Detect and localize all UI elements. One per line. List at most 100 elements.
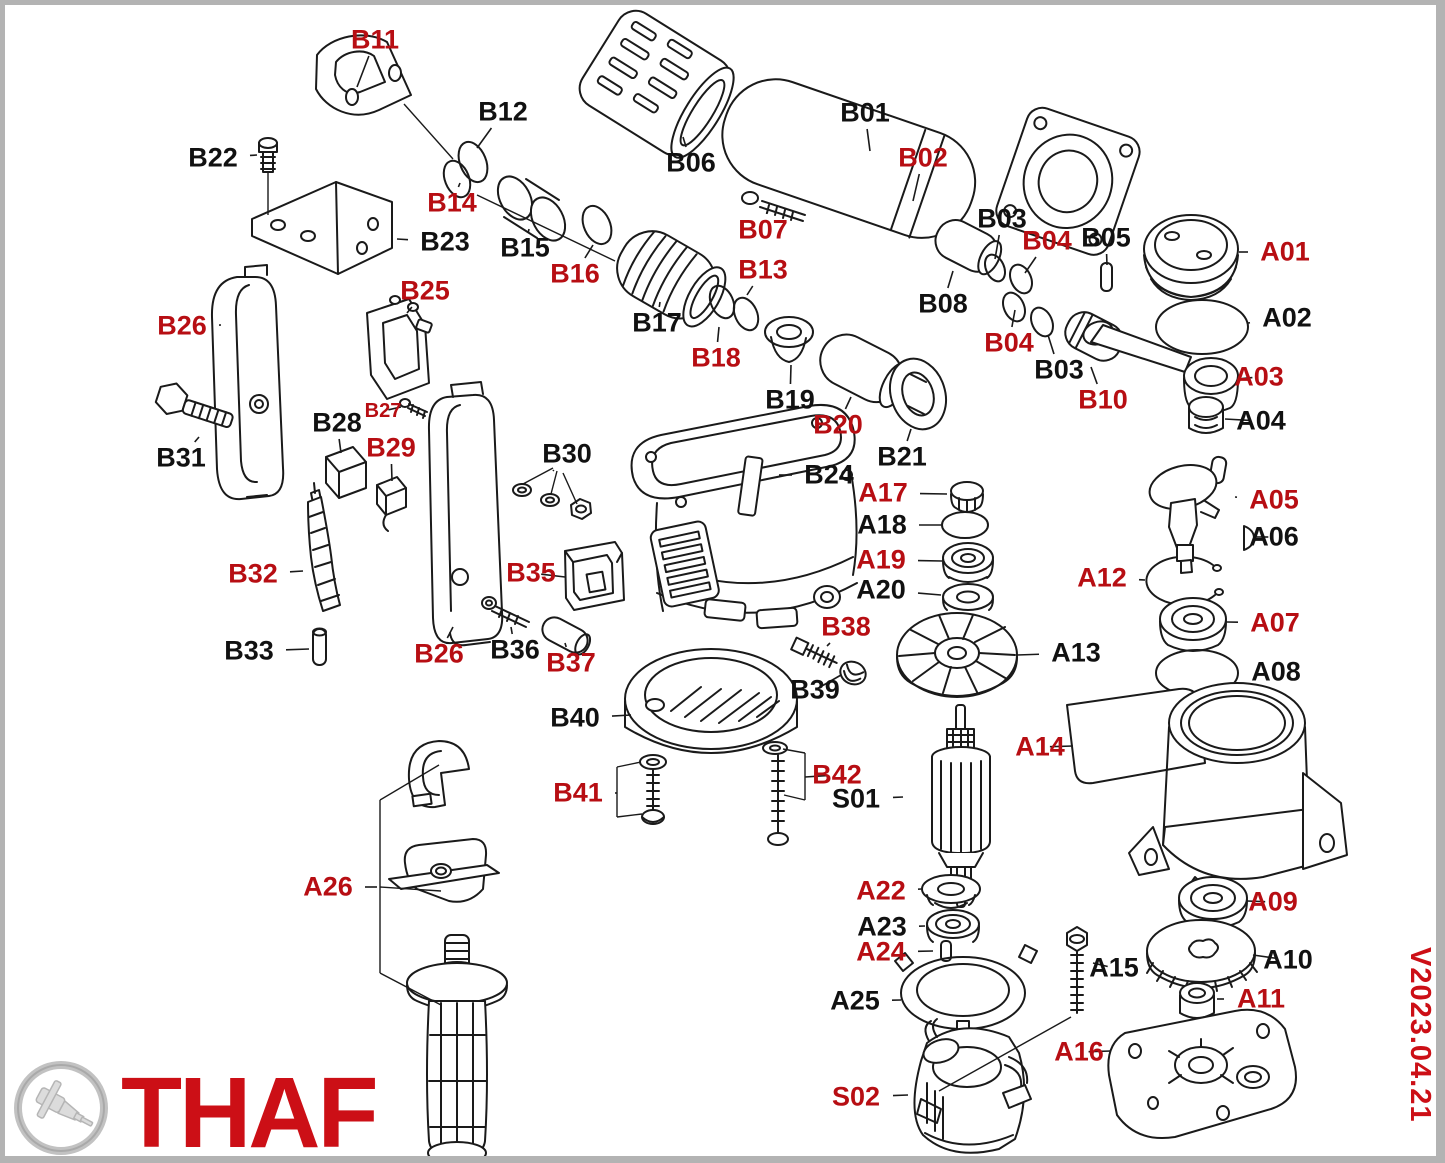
part-label-A22: A22 [856, 875, 906, 906]
leader-line-A03 [1236, 376, 1253, 380]
leader-line-B14 [457, 182, 461, 188]
part-label-B04: B04 [1022, 225, 1072, 256]
leader-line-B08 [947, 270, 954, 289]
leader-line-B30 [552, 469, 555, 472]
construction-line-4 [550, 470, 558, 495]
sketch-bearing-a07 [1159, 597, 1227, 652]
leader-line-A14 [1049, 745, 1074, 748]
leader-line-B15 [527, 228, 530, 233]
part-label-A10: A10 [1263, 944, 1313, 975]
part-label-B16: B16 [550, 258, 600, 289]
sketch-bolt-b31 [154, 382, 234, 429]
part-label-A26: A26 [303, 871, 353, 902]
construction-line-3 [522, 467, 554, 485]
leader-line-B25 [406, 306, 413, 314]
construction-line-14 [379, 886, 442, 892]
part-label-B10: B10 [1078, 384, 1128, 415]
leader-line-A13 [1016, 653, 1040, 656]
leader-line-B23 [396, 238, 409, 241]
construction-line-11 [783, 794, 806, 801]
sketch-bolt-b42 [762, 741, 789, 846]
leader-line-B12 [476, 127, 493, 149]
part-label-B31: B31 [156, 442, 206, 473]
sketch-brush-b29 [376, 476, 407, 532]
leader-line-B35 [541, 573, 566, 578]
part-label-B40: B40 [550, 702, 600, 733]
part-label-A15: A15 [1089, 952, 1139, 983]
sketch-motor-housing-b01 [721, 78, 1141, 256]
sketch-orings-b13-b18 [708, 284, 760, 332]
construction-line-7 [616, 761, 642, 768]
sketch-bearing-plate-a16 [1107, 1008, 1297, 1139]
part-label-A02: A02 [1262, 302, 1312, 333]
leader-line-B03 [994, 234, 1000, 260]
part-label-B38: B38 [821, 611, 871, 642]
sketch-switch-b25 [366, 295, 433, 400]
sketch-retainer-a25 [894, 944, 1038, 1046]
part-label-A06: A06 [1249, 521, 1299, 552]
version-label: V2023.04.21 [1404, 947, 1436, 1123]
sketch-conrod-a03 [1082, 320, 1239, 413]
leader-line-A10 [1252, 954, 1278, 960]
leader-line-layer [194, 55, 1278, 1097]
leader-line-B26-2 [446, 626, 454, 639]
part-label-B06: B06 [666, 147, 716, 178]
part-label-B07: B07 [738, 214, 788, 245]
leader-line-B21 [906, 428, 912, 442]
part-label-A18: A18 [857, 509, 907, 540]
sketch-plate-b35 [564, 541, 625, 611]
part-label-B20: B20 [813, 409, 863, 440]
part-label-B12: B12 [478, 96, 528, 127]
leader-line-B28 [338, 438, 342, 454]
sketch-gear-a10 [1146, 919, 1258, 994]
part-label-B32: B32 [228, 558, 278, 589]
sketch-pin-b37 [541, 616, 592, 656]
part-label-S01: S01 [831, 783, 881, 814]
part-label-A19: A19 [856, 544, 906, 575]
construction-line-5 [562, 472, 578, 505]
part-label-B36: B36 [490, 634, 540, 665]
part-label-A17: A17 [858, 477, 908, 508]
part-label-B01: B01 [840, 97, 890, 128]
leader-line-A04 [1224, 418, 1251, 422]
part-label-B23: B23 [420, 226, 470, 257]
leader-line-B38 [826, 642, 831, 647]
sketch-clamp-b11 [315, 34, 412, 116]
part-label-A16: A16 [1054, 1036, 1104, 1067]
sketch-pin-b33 [312, 627, 327, 666]
sketch-ring-b21 [889, 357, 947, 431]
part-label-B02: B02 [898, 142, 948, 173]
part-label-B28: B28 [312, 407, 362, 438]
sketch-bushing-b19 [764, 316, 814, 363]
leader-line-S02 [892, 1094, 909, 1097]
part-label-B42: B42 [812, 759, 862, 790]
sketch-armature-s01 [931, 704, 991, 908]
part-label-B17: B17 [632, 307, 682, 338]
part-label-A23: A23 [857, 911, 907, 942]
leader-line-A20 [917, 592, 942, 596]
leader-line-B03-2 [1047, 334, 1055, 355]
sketch-fan-a13 [896, 612, 1018, 698]
leader-line-B42 [804, 774, 828, 778]
leader-line-A16 [1088, 1050, 1112, 1053]
sketch-bearing-a23 [926, 909, 980, 943]
part-label-B37: B37 [546, 647, 596, 678]
sketch-cylinder-b17 [616, 230, 727, 328]
part-label-A07: A07 [1250, 607, 1300, 638]
sketch-handle-half-b26-left [210, 264, 285, 501]
part-label-B14: B14 [427, 187, 477, 218]
part-label-B03: B03 [977, 203, 1027, 234]
leader-line-B17 [658, 301, 661, 308]
construction-line-8 [616, 813, 643, 818]
part-label-B26-2: B26 [414, 638, 464, 669]
part-label-B27: B27 [364, 400, 402, 422]
part-label-B22: B22 [188, 142, 238, 173]
sketch-fasteners-b30 [512, 483, 592, 520]
sketch-stator-s02 [913, 1018, 1032, 1154]
part-label-B18: B18 [691, 342, 741, 373]
construction-line-15 [379, 972, 442, 1006]
leader-line-B10 [1090, 366, 1098, 385]
sketch-handle-half-b26-right [427, 381, 504, 647]
part-label-A25: A25 [830, 985, 880, 1016]
sketch-screw-b38 [790, 636, 838, 669]
